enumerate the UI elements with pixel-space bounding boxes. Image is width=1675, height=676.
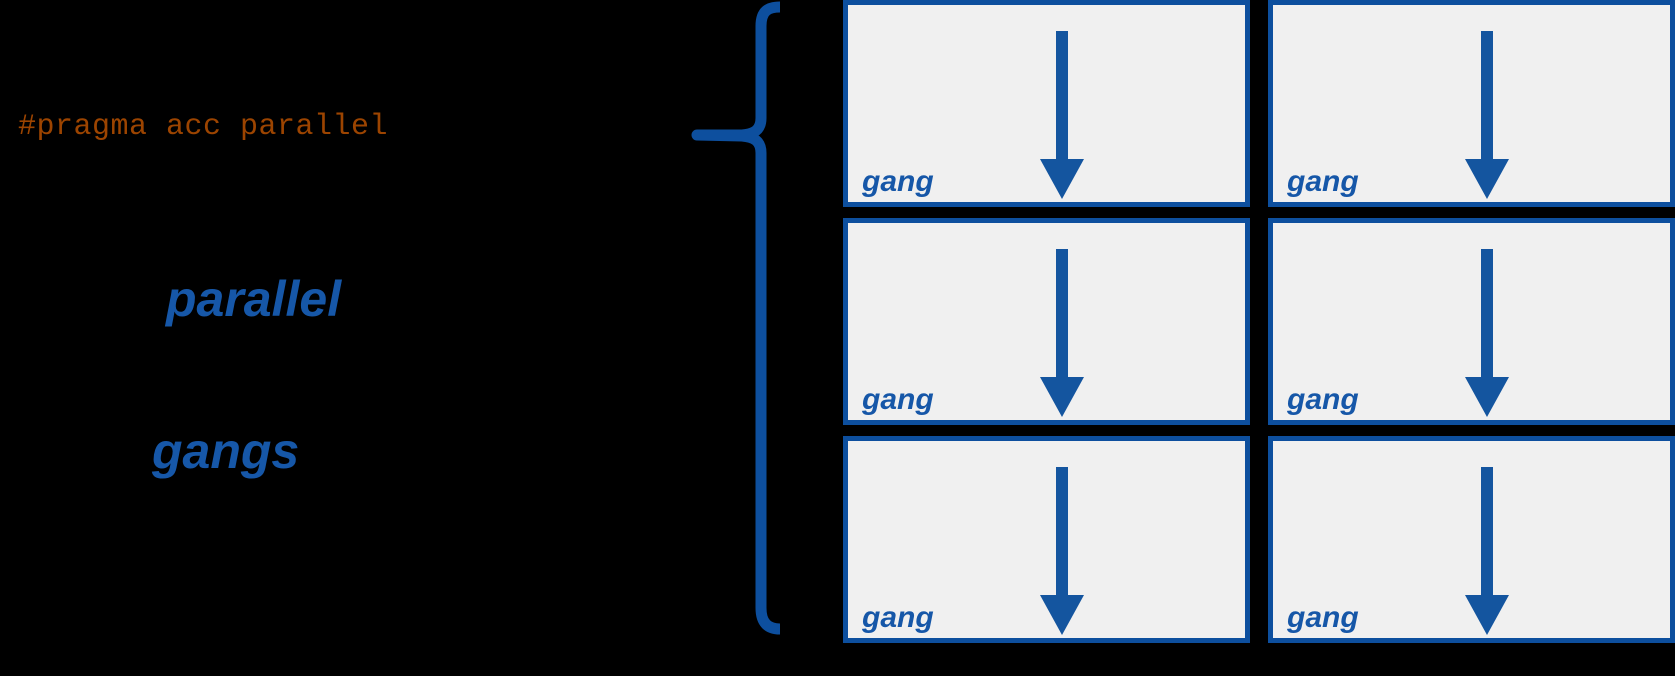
pragma-code-text: #pragma acc parallel	[18, 110, 389, 144]
gang-grid: gang gang gang gang	[843, 0, 1675, 643]
left-curly-brace-icon	[690, 0, 786, 644]
down-arrow-icon	[1463, 467, 1511, 635]
gang-cell: gang	[843, 0, 1250, 207]
down-arrow-icon	[1463, 249, 1511, 417]
down-arrow-icon	[1038, 467, 1086, 635]
gang-label: gang	[1287, 383, 1359, 416]
gang-label: gang	[862, 383, 934, 416]
gang-cell: gang	[1268, 436, 1675, 643]
label-parallel: parallel	[166, 271, 342, 327]
gang-label: gang	[862, 601, 934, 634]
down-arrow-icon	[1038, 31, 1086, 199]
brace-svg	[691, 1, 786, 635]
label-gangs: gangs	[152, 423, 300, 479]
gang-cell: gang	[843, 218, 1250, 425]
gang-cell: gang	[1268, 0, 1675, 207]
gang-label: gang	[1287, 165, 1359, 198]
gang-label: gang	[862, 165, 934, 198]
gang-cell: gang	[843, 436, 1250, 643]
down-arrow-icon	[1038, 249, 1086, 417]
gang-cell: gang	[1268, 218, 1675, 425]
down-arrow-icon	[1463, 31, 1511, 199]
gang-label: gang	[1287, 601, 1359, 634]
